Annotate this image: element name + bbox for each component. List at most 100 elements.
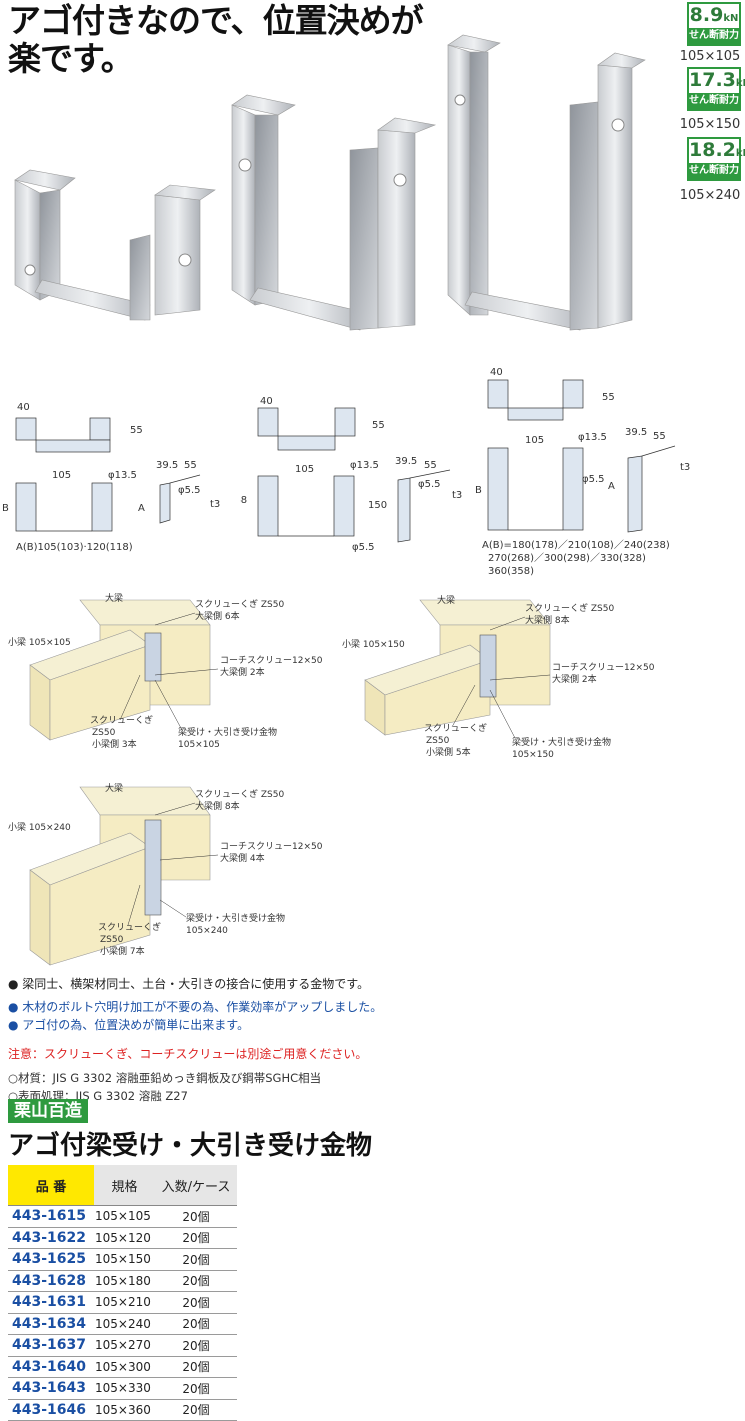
label-screw: スクリューくぎ ZS50 bbox=[195, 598, 284, 610]
shear-badge-1: 8.9kN せん断耐力 bbox=[687, 2, 741, 46]
label-screw2: スクリューくぎ bbox=[90, 714, 153, 726]
label-screw2-count: 小梁側 5本 bbox=[426, 746, 471, 758]
drawing3-caption1: A(B)=180(178)／210(108)／240(238) bbox=[482, 539, 670, 551]
dim-hole3: φ5.5 bbox=[352, 542, 375, 553]
label-screw2: スクリューくぎ bbox=[424, 722, 487, 734]
label-joist: 小梁 105×105 bbox=[8, 636, 71, 648]
label-screw2-count: 小梁側 7本 bbox=[100, 945, 145, 957]
installation-diagram-2: 大梁 小梁 105×150 スクリューくぎ ZS50 大梁側 8本 コーチスクリ… bbox=[342, 594, 655, 760]
label-product-size: 105×150 bbox=[512, 750, 554, 760]
shear-label: せん断耐力 bbox=[689, 163, 739, 179]
dim-105: 105 bbox=[52, 470, 71, 481]
item-spec: 105×180 bbox=[94, 1270, 155, 1292]
dim-105: 105 bbox=[525, 435, 544, 446]
dim-39-5: 39.5 bbox=[395, 456, 417, 467]
label-beam: 大梁 bbox=[105, 782, 123, 794]
drawing3-caption3: 360(358) bbox=[488, 566, 534, 577]
bracket-small bbox=[14, 169, 216, 321]
dim-t3: t3 bbox=[680, 462, 690, 473]
dim-55: 55 bbox=[602, 392, 615, 403]
item-code: 443-1628 bbox=[8, 1270, 94, 1292]
label-beam: 大梁 bbox=[105, 592, 123, 604]
label-screw-count: 大梁側 8本 bbox=[195, 800, 240, 812]
label-screw2-count: 小梁側 3本 bbox=[92, 738, 137, 750]
item-code: 443-1631 bbox=[8, 1291, 94, 1314]
item-spec: 105×105 bbox=[94, 1205, 155, 1228]
dim-A: A bbox=[138, 503, 145, 514]
drawing-105x180-360: 40 55 105 φ13.5 B A φ5.5 39.5 55 t3 A(B)… bbox=[475, 367, 690, 577]
item-spec: 105×120 bbox=[94, 1227, 155, 1249]
table-header-row: 品 番 規格 入数/ケース bbox=[8, 1165, 237, 1206]
badge-size-2: 105×150 bbox=[679, 117, 741, 132]
headline: アゴ付きなので、位置決めが 楽です。 bbox=[8, 1, 424, 78]
badge-size-1: 105×105 bbox=[679, 49, 741, 64]
dim-hole: φ13.5 bbox=[108, 470, 137, 481]
header-spec: 規格 bbox=[94, 1165, 155, 1206]
dim-55: 55 bbox=[130, 425, 143, 436]
drawing-105x150: 40 55 105 φ13.5 148 150 φ5.5 39.5 55 φ5.… bbox=[240, 396, 462, 553]
dim-40: 40 bbox=[17, 402, 30, 413]
label-product: 梁受け・大引き受け金物 bbox=[186, 912, 285, 924]
installation-diagram-3: 大梁 小梁 105×240 スクリューくぎ ZS50 大梁側 8本 コーチスクリ… bbox=[8, 782, 323, 966]
item-qty: 20個 bbox=[155, 1377, 237, 1400]
dim-hole2: φ5.5 bbox=[178, 485, 201, 496]
badge-size-3: 105×240 bbox=[679, 188, 741, 203]
label-coach-count: 大梁側 4本 bbox=[220, 852, 265, 864]
label-joist: 小梁 105×240 bbox=[8, 821, 71, 833]
item-spec: 105×270 bbox=[94, 1334, 155, 1357]
dim-hole2-side: φ5.5 bbox=[582, 474, 605, 485]
bracket-large bbox=[447, 34, 646, 331]
dim-148: 148 bbox=[240, 495, 247, 506]
drawing1-caption: A(B)105(103)·120(118) bbox=[16, 542, 133, 553]
dim-hole: φ13.5 bbox=[578, 432, 607, 443]
dim-55b: 55 bbox=[653, 431, 666, 442]
item-spec: 105×360 bbox=[94, 1399, 155, 1421]
label-beam: 大梁 bbox=[437, 594, 455, 606]
feature-3: ● アゴ付の為、位置決めが簡単に出来ます。 bbox=[8, 1018, 250, 1032]
label-screw: スクリューくぎ ZS50 bbox=[525, 602, 614, 614]
label-screw-count: 大梁側 6本 bbox=[195, 610, 240, 622]
item-code: 443-1622 bbox=[8, 1227, 94, 1249]
item-code: 443-1640 bbox=[8, 1356, 94, 1378]
installation-diagram-1: 大梁 小梁 105×105 スクリューくぎ ZS50 大梁側 6本 コーチスクリ… bbox=[8, 592, 323, 750]
label-coach: コーチスクリュー12×50 bbox=[220, 655, 323, 666]
dim-hole: φ13.5 bbox=[350, 460, 379, 471]
bracket-medium bbox=[231, 94, 437, 331]
dim-40: 40 bbox=[490, 367, 503, 378]
shear-value: 17.3kN bbox=[689, 69, 745, 91]
label-coach-count: 大梁側 2本 bbox=[552, 673, 597, 685]
item-code: 443-1634 bbox=[8, 1313, 94, 1335]
item-qty: 20個 bbox=[155, 1205, 237, 1228]
label-screw2-type: ZS50 bbox=[100, 935, 124, 945]
shear-label: せん断耐力 bbox=[689, 28, 739, 44]
label-coach-count: 大梁側 2本 bbox=[220, 666, 265, 678]
item-qty: 20個 bbox=[155, 1356, 237, 1378]
product-title: アゴ付梁受け・大引き受け金物 bbox=[8, 1131, 373, 1161]
feature-list: ● 梁同士、横架材同士、土台・大引きの接合に使用する金物です。 ● 木材のボルト… bbox=[8, 975, 728, 1105]
item-spec: 105×210 bbox=[94, 1291, 155, 1314]
feature-2: ● 木材のボルト穴明け加工が不要の為、作業効率がアップしました。 bbox=[8, 1000, 383, 1014]
item-code: 443-1615 bbox=[8, 1205, 94, 1228]
brand-label: 栗山百造 bbox=[8, 1099, 88, 1123]
label-product-size: 105×240 bbox=[186, 926, 228, 936]
headline-line2: 楽です。 bbox=[8, 39, 134, 78]
label-screw2-type: ZS50 bbox=[92, 728, 116, 738]
item-spec: 105×330 bbox=[94, 1377, 155, 1400]
shear-value: 8.9kN bbox=[689, 4, 739, 26]
item-spec: 105×240 bbox=[94, 1313, 155, 1335]
item-qty: 20個 bbox=[155, 1227, 237, 1249]
dim-55b: 55 bbox=[424, 460, 437, 471]
label-screw-count: 大梁側 8本 bbox=[525, 614, 570, 626]
label-joist: 小梁 105×150 bbox=[342, 638, 405, 650]
dim-55b: 55 bbox=[184, 460, 197, 471]
item-spec: 105×150 bbox=[94, 1248, 155, 1271]
headline-line1: アゴ付きなので、位置決めが bbox=[8, 1, 424, 40]
